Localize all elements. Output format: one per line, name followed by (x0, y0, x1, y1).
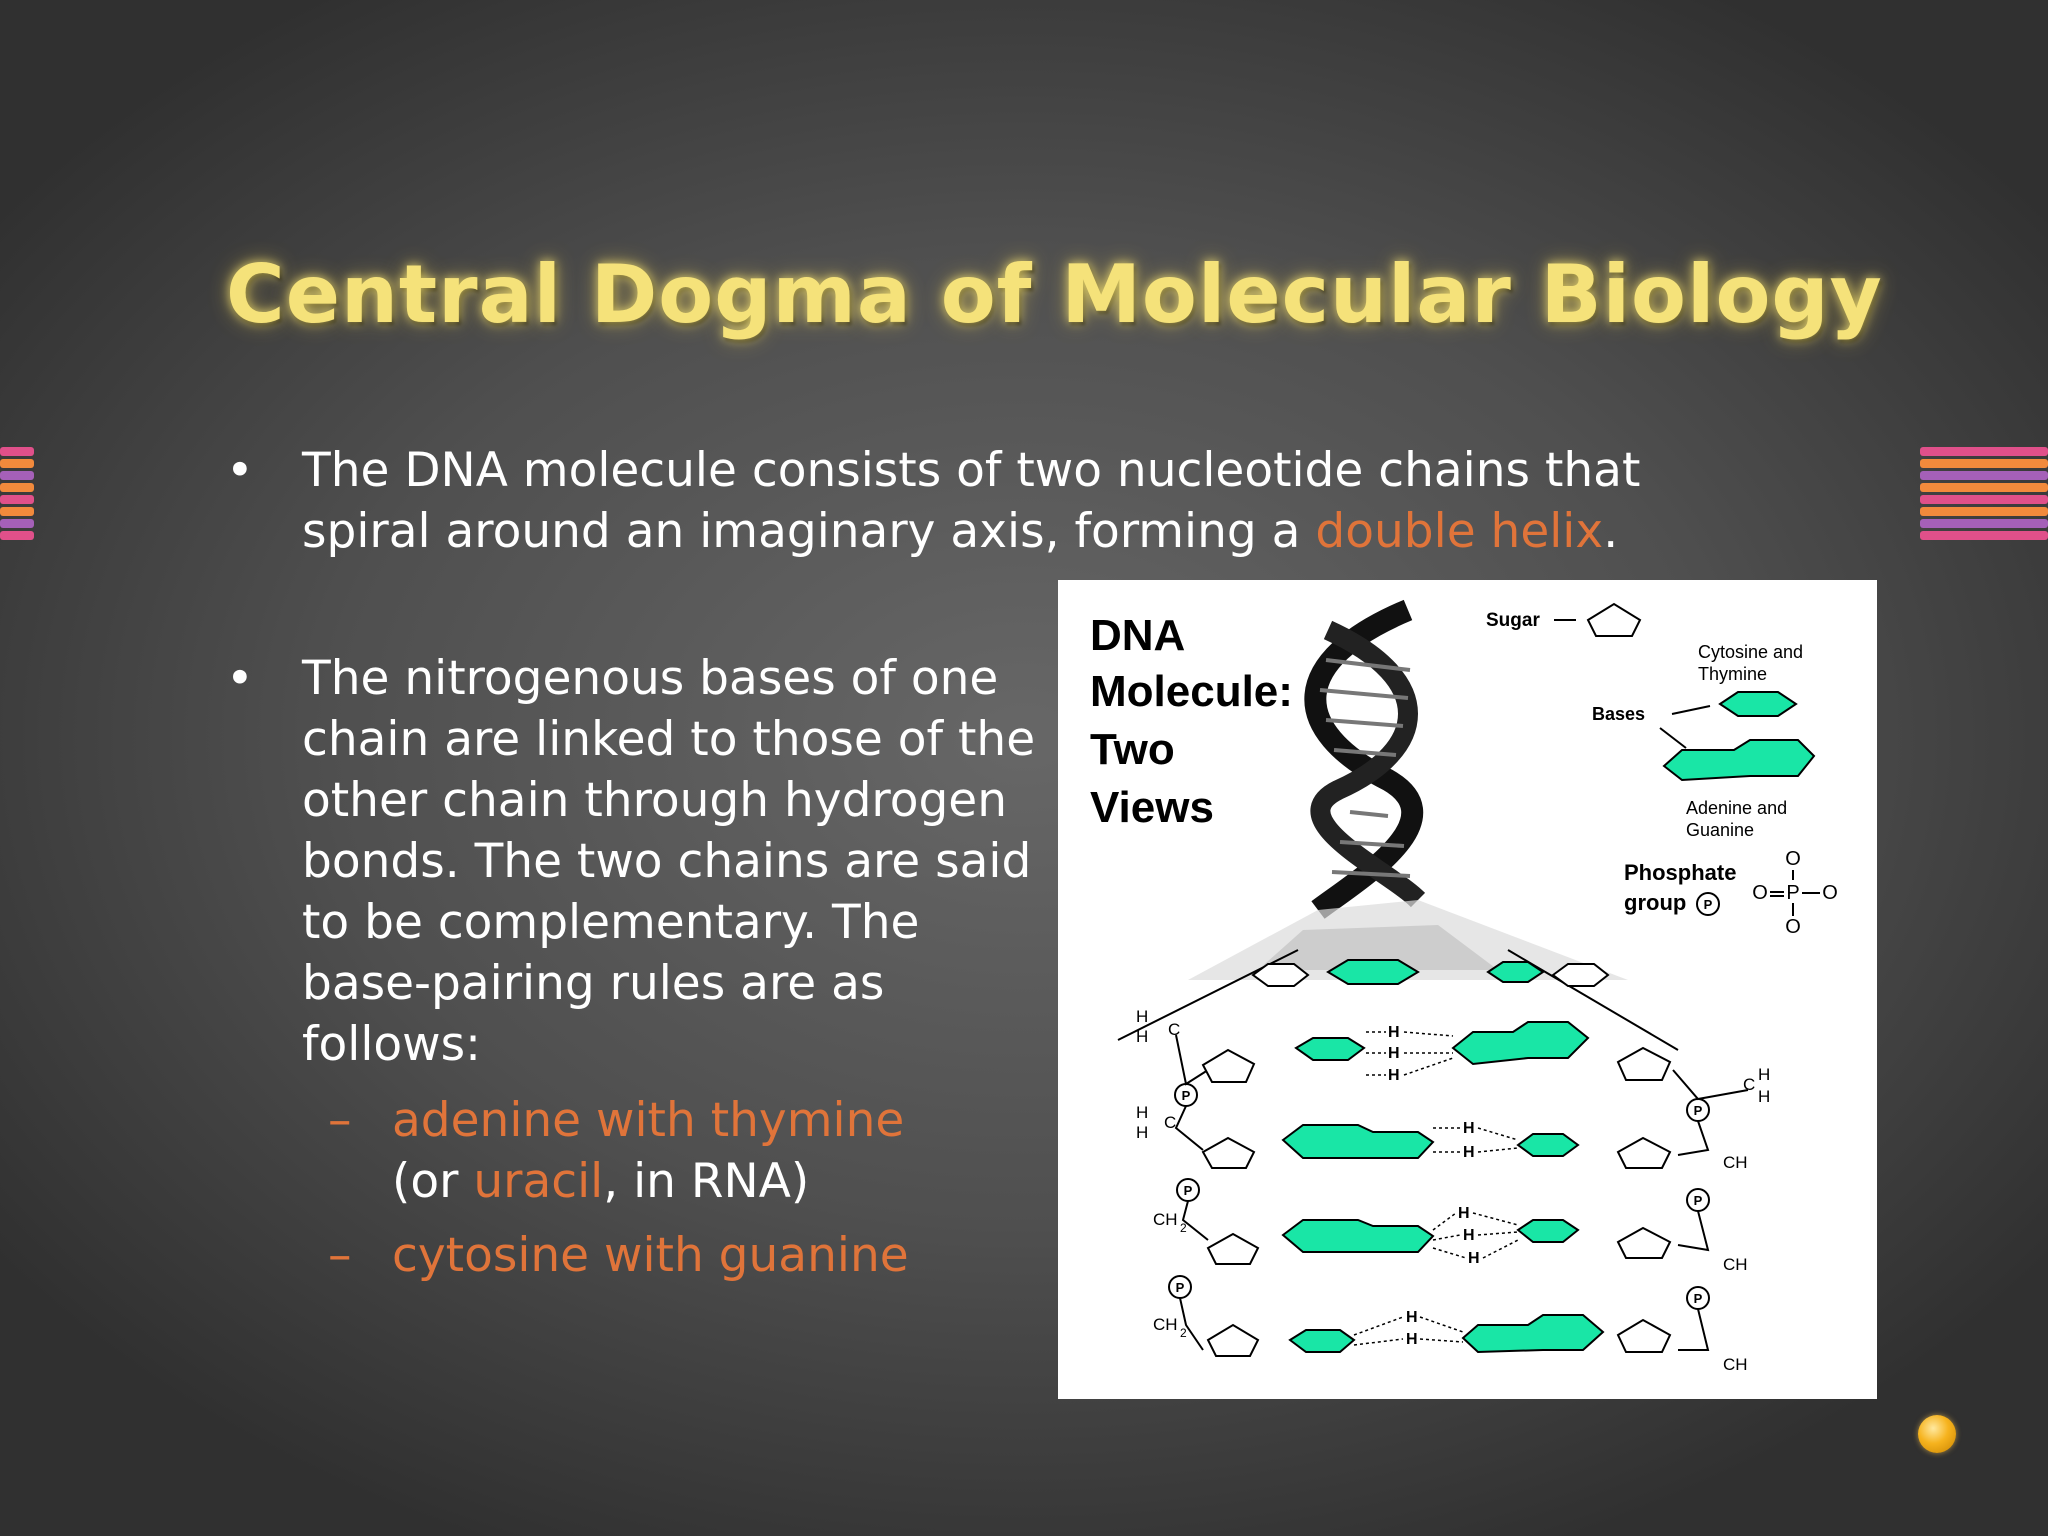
right-decorative-stripes (1920, 447, 2048, 543)
bullet-text: The DNA molecule consists of two nucleot… (302, 443, 1641, 559)
hydrogen-bonds: H H H H H H H H H H (1388, 1024, 1480, 1348)
svg-text:H: H (1758, 1087, 1770, 1106)
svg-text:H: H (1406, 1309, 1418, 1326)
svg-text:O: O (1785, 848, 1801, 870)
pyrimidine-legend-icon (1718, 691, 1798, 717)
svg-text:Cytosine and: Cytosine and (1698, 642, 1803, 662)
sub-bullet-adenine-thymine: – adenine with thymine (or uracil, in RN… (328, 1090, 952, 1212)
svg-text:CH: CH (1723, 1355, 1748, 1374)
highlight-double-helix: double helix (1315, 504, 1604, 559)
figure-title-line3: Two (1090, 725, 1175, 774)
diagram-legend: Sugar Cytosine and Thymine Bases Adenine… (1486, 602, 1838, 938)
svg-text:H: H (1388, 1045, 1400, 1062)
svg-text:CH: CH (1723, 1153, 1748, 1172)
next-slide-button[interactable] (1918, 1415, 1956, 1453)
svg-text:H: H (1136, 1103, 1148, 1122)
svg-text:P: P (1694, 1193, 1703, 1208)
svg-text:H: H (1758, 1065, 1770, 1084)
svg-text:C: C (1164, 1113, 1176, 1132)
bullet-text: The nitrogenous bases of one chain are l… (302, 651, 1036, 1072)
sub-bullet-dash: – (328, 1228, 352, 1283)
sugar-legend-icon (1586, 602, 1642, 637)
base-pair-rows (1201, 1021, 1672, 1357)
svg-text:H: H (1463, 1120, 1475, 1137)
svg-text:H: H (1136, 1007, 1148, 1026)
svg-text:H: H (1463, 1227, 1475, 1244)
figure-title-line2: Molecule: (1090, 667, 1293, 716)
bullet-marker: • (226, 443, 254, 498)
sub-bullet-dash: – (328, 1093, 352, 1148)
svg-text:CH: CH (1153, 1210, 1178, 1229)
figure-title-line1: DNA (1090, 611, 1185, 660)
svg-text:Sugar: Sugar (1486, 610, 1540, 631)
highlight-uracil: uracil (473, 1154, 604, 1209)
phosphate-group-icon (1168, 1083, 1710, 1310)
svg-text:2: 2 (1180, 1221, 1187, 1235)
rna-note: (or uracil, in RNA) (392, 1154, 810, 1209)
bullet-text-end: . (1603, 504, 1619, 559)
bullet-double-helix: • The DNA molecule consists of two nucle… (226, 440, 1772, 562)
svg-text:Bases: Bases (1592, 704, 1645, 724)
svg-text:group: group (1624, 890, 1686, 915)
svg-text:CH: CH (1153, 1315, 1178, 1334)
svg-text:H: H (1468, 1250, 1480, 1267)
svg-text:O: O (1822, 882, 1838, 904)
double-helix-icon (1188, 599, 1628, 980)
svg-text:Guanine: Guanine (1686, 820, 1754, 840)
svg-text:P: P (1704, 897, 1713, 912)
svg-text:H: H (1463, 1144, 1475, 1161)
svg-text:Phosphate: Phosphate (1624, 860, 1736, 885)
slide-title: Central Dogma of Molecular Biology (226, 248, 1883, 341)
svg-text:CH: CH (1723, 1255, 1748, 1274)
svg-text:H: H (1136, 1123, 1148, 1142)
svg-text:H: H (1136, 1027, 1148, 1046)
svg-text:2: 2 (1180, 1326, 1187, 1340)
bullet-base-pairing: • The nitrogenous bases of one chain are… (226, 648, 1042, 1075)
svg-text:P: P (1176, 1280, 1185, 1295)
bullet-marker: • (226, 651, 254, 706)
svg-text:P: P (1786, 882, 1799, 904)
svg-text:P: P (1694, 1291, 1703, 1306)
svg-text:Thymine: Thymine (1698, 664, 1767, 684)
sub-bullet-cytosine-guanine: – cytosine with guanine (328, 1225, 952, 1286)
svg-text:O: O (1752, 882, 1768, 904)
dna-diagram-svg: DNA Molecule: Two Views (1090, 599, 1838, 1374)
svg-text:Adenine and: Adenine and (1686, 798, 1787, 818)
base-pair-row (1251, 959, 1610, 987)
svg-text:C: C (1743, 1075, 1755, 1094)
highlight-adenine-thymine: adenine with thymine (392, 1093, 905, 1148)
svg-text:C: C (1168, 1020, 1180, 1039)
svg-text:P: P (1184, 1183, 1193, 1198)
figure-title-line4: Views (1090, 783, 1214, 832)
svg-text:P: P (1182, 1088, 1191, 1103)
purine-legend-icon (1662, 739, 1816, 782)
left-decorative-stripes (0, 447, 34, 543)
svg-text:H: H (1458, 1205, 1470, 1222)
dna-diagram-image: DNA Molecule: Two Views (1058, 580, 1877, 1399)
svg-text:P: P (1694, 1103, 1703, 1118)
svg-text:H: H (1388, 1067, 1400, 1084)
svg-text:H: H (1406, 1331, 1418, 1348)
svg-text:O: O (1785, 916, 1801, 938)
highlight-cytosine-guanine: cytosine with guanine (392, 1228, 909, 1283)
svg-text:H: H (1388, 1024, 1400, 1041)
